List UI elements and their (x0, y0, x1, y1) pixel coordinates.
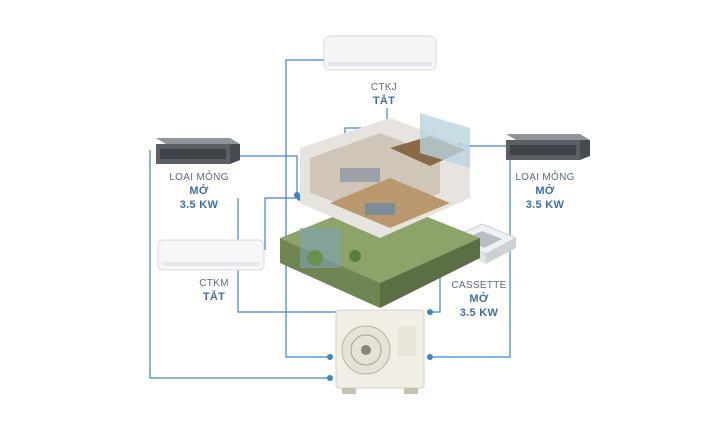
duct-right-status: MỞ (535, 185, 555, 197)
ctkj-wall-unit (323, 35, 437, 71)
duct-left-status: MỞ (189, 185, 209, 197)
ctkj-status: TẮT (372, 95, 396, 107)
ctkm-name: CTKM (199, 278, 229, 289)
duct-unit-left (156, 138, 240, 164)
ctkj-name: CTKJ (370, 82, 398, 93)
cassette-status: MỞ (469, 293, 489, 305)
label-duct-left: LOẠI MỎNG MỞ 3.5 KW (160, 172, 238, 212)
duct-left-power: 3.5 KW (179, 199, 219, 211)
house-illustration (280, 113, 480, 308)
label-ctkj: CTKJ TẮT (354, 82, 414, 108)
label-duct-right: LOẠI MỎNG MỞ 3.5 KW (506, 172, 584, 212)
ctkm-status: TẮT (202, 291, 226, 303)
cassette-power: 3.5 KW (459, 307, 499, 319)
label-ctkm: CTKM TẮT (184, 278, 244, 304)
outdoor-unit (335, 309, 425, 394)
duct-unit-right (506, 134, 590, 160)
cassette-name: CASSETTE (451, 280, 507, 291)
ctkm-wall-unit (157, 239, 265, 271)
duct-right-power: 3.5 KW (525, 199, 565, 211)
duct-right-name: LOẠI MỎNG (515, 172, 575, 183)
label-cassette: CASSETTE MỞ 3.5 KW (446, 280, 512, 320)
duct-left-name: LOẠI MỎNG (169, 172, 229, 183)
